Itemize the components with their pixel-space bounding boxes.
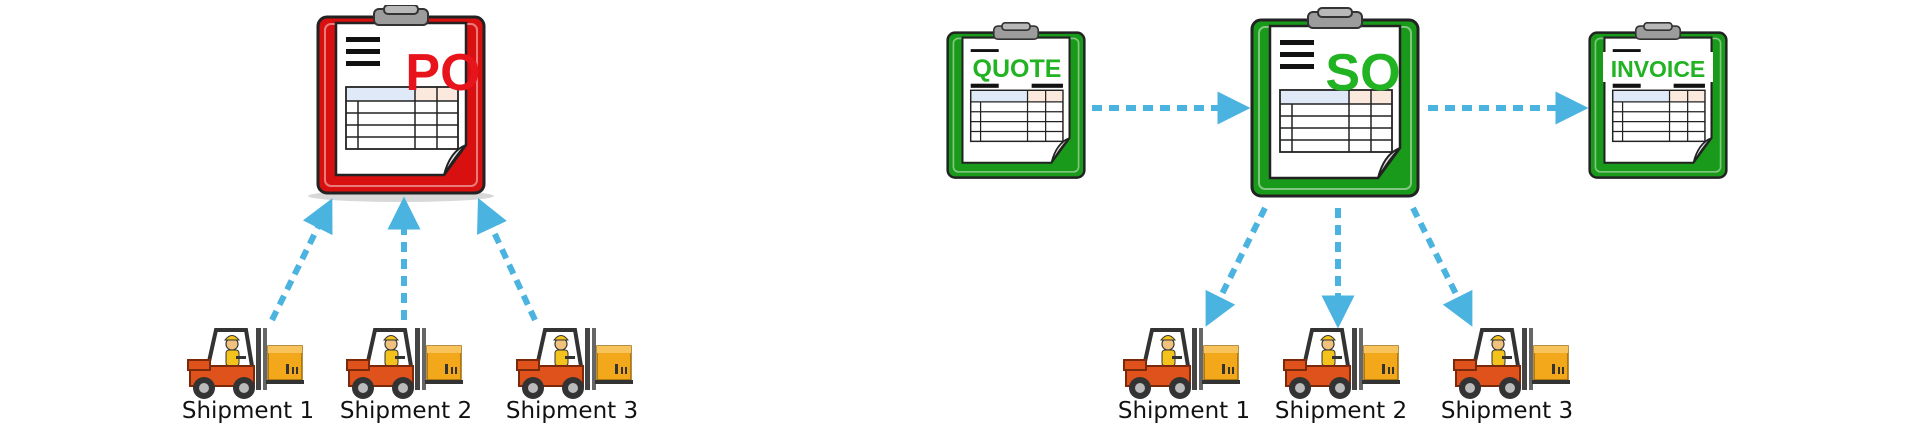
shipment-label: Shipment 1 bbox=[182, 398, 314, 424]
so-title: SO bbox=[1325, 44, 1400, 102]
forklift-icon bbox=[515, 326, 635, 401]
po-title: PO bbox=[405, 44, 480, 102]
arrow-shipment1-to-po bbox=[269, 198, 333, 322]
shipment-label: Shipment 3 bbox=[1441, 398, 1573, 424]
shipment-label: Shipment 3 bbox=[506, 398, 638, 424]
invoice-document-icon: INVOICE bbox=[1588, 22, 1728, 179]
so-document-icon: SO bbox=[1250, 6, 1420, 198]
shipment-label: Shipment 2 bbox=[340, 398, 472, 424]
shipment-label: Shipment 2 bbox=[1275, 398, 1407, 424]
po-document-icon: PO bbox=[308, 5, 494, 202]
invoice-title: INVOICE bbox=[1611, 56, 1706, 82]
arrow-so-to-shipment1 bbox=[1205, 206, 1268, 327]
forklift-icon bbox=[1122, 326, 1242, 401]
arrow-so-to-shipment3 bbox=[1410, 206, 1473, 327]
forklift-icon bbox=[1282, 326, 1402, 401]
quote-document-icon: QUOTE bbox=[946, 22, 1086, 179]
sales-order-group: QUOTE SO INVOICE Shipment 1 Shipment bbox=[946, 6, 1728, 424]
quote-title: QUOTE bbox=[973, 55, 1062, 83]
shipment-label: Shipment 1 bbox=[1118, 398, 1250, 424]
purchase-order-group: PO Shipment 1 Shipment 2 Shipment 3 bbox=[182, 5, 638, 424]
forklift-icon bbox=[1452, 326, 1572, 401]
arrow-shipment3-to-po bbox=[477, 198, 538, 322]
forklift-icon bbox=[345, 326, 465, 401]
forklift-icon bbox=[186, 326, 306, 401]
